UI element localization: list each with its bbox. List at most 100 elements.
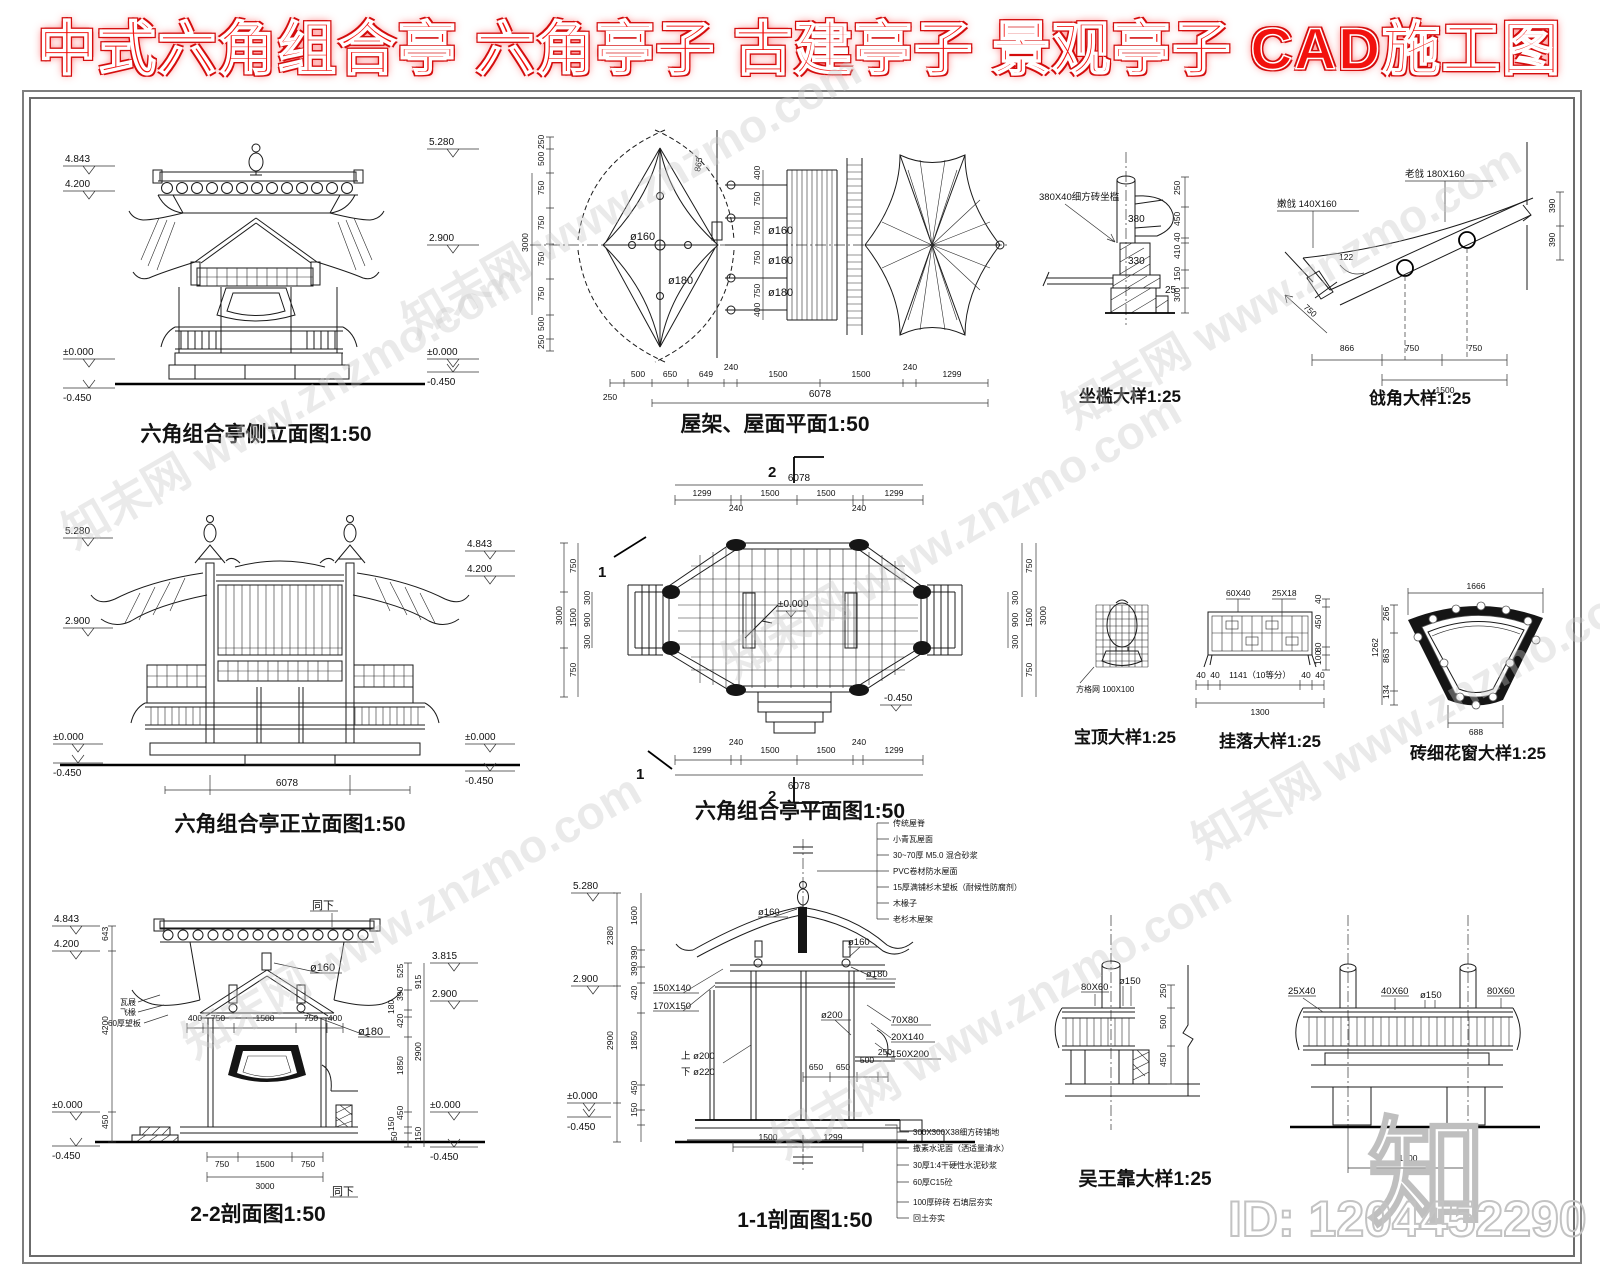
dim-label: 1262 bbox=[1370, 638, 1380, 657]
drawing-caption: 挂落大样1:25 bbox=[1219, 731, 1321, 751]
dim-label: 500 bbox=[1158, 1015, 1168, 1029]
dim-label: 300 bbox=[582, 591, 592, 605]
dim-label: 450 bbox=[1172, 212, 1182, 226]
dim-label: 390 bbox=[1547, 199, 1557, 213]
gualuo-sketch bbox=[1203, 611, 1317, 668]
dim-label: 40 bbox=[1315, 670, 1325, 680]
drawing-caption: 六角组合亭平面图1:50 bbox=[695, 799, 905, 823]
roof-plan-sketch bbox=[530, 129, 1007, 363]
dim-label: 400 bbox=[752, 166, 762, 180]
dim-label: 2900 bbox=[605, 1031, 615, 1050]
detail-note: 老戗 180X160 bbox=[1405, 168, 1465, 180]
dim-label: 400 bbox=[328, 1013, 342, 1023]
dim-label: ø180 bbox=[768, 287, 793, 299]
drawing-plan: ±0.000 -0.450 2 2 1 1 1299 240 1500 1500… bbox=[550, 445, 1050, 825]
dim-label: 134 bbox=[1381, 685, 1391, 699]
callout-label: 15厚满铺杉木望板（耐候性防腐剂） bbox=[893, 882, 1022, 892]
section-mark-1: 1 bbox=[636, 766, 644, 783]
detail-note: 380X40细方砖坐槛 bbox=[1039, 191, 1120, 203]
dim-label: 420 bbox=[395, 1014, 405, 1028]
callout-label: 30厚1:4干硬性水泥砂浆 bbox=[913, 1160, 997, 1170]
dim-label: 750 bbox=[536, 181, 546, 195]
level-label: ±0.000 bbox=[52, 1100, 83, 1111]
dim-label: 240 bbox=[852, 503, 866, 513]
dim-label: 150X200 bbox=[891, 1049, 929, 1060]
dim-label: 1141（10等分） bbox=[1229, 670, 1291, 680]
level-label: 3.815 bbox=[432, 951, 457, 962]
level-label: -0.450 bbox=[53, 768, 82, 779]
huachuang-dimensions: 1666 266 863 134 1262 688 bbox=[1370, 581, 1544, 737]
section-1-1-bottom-callouts: 300X300X38细方砖铺地 撒素水泥面（洒适量清水） 30厚1:4干硬性水泥… bbox=[885, 1124, 1009, 1223]
section-1-1-sketch bbox=[675, 839, 975, 1173]
dim-label: 50 bbox=[389, 1131, 399, 1141]
dim-label: 400 bbox=[188, 1013, 202, 1023]
dim-label: 上 ø200 bbox=[681, 1051, 715, 1062]
dim-label: 1850 bbox=[629, 1031, 639, 1050]
level-label: -0.450 bbox=[52, 1151, 81, 1162]
dim-label: 750 bbox=[1302, 302, 1319, 319]
dim-label: 750 bbox=[568, 559, 578, 573]
dim-label: ø180 bbox=[866, 969, 888, 980]
dim-label: 1500 bbox=[759, 1132, 778, 1142]
section-mark-1: 1 bbox=[598, 564, 606, 581]
detail-note: 飞椽 bbox=[120, 1007, 136, 1017]
drawing-caption: 坐槛大样1:25 bbox=[1079, 386, 1181, 406]
section-2-2-level-markers: 4.843 4.200 ±0.000 -0.450 3.815 2.900 ±0… bbox=[52, 914, 478, 1163]
dim-label: 70X80 bbox=[891, 1015, 918, 1026]
level-label: ±0.000 bbox=[567, 1091, 598, 1102]
front-elevation-sketch bbox=[60, 515, 520, 767]
drawing-caption: 宝顶大样1:25 bbox=[1074, 727, 1176, 747]
dim-label: 390 bbox=[1547, 233, 1557, 247]
dim-label: 250 bbox=[603, 392, 617, 402]
level-label: 5.280 bbox=[65, 526, 90, 537]
dim-label: 300 bbox=[1010, 635, 1020, 649]
dim-label: 750 bbox=[752, 221, 762, 235]
dim-label: 3000 bbox=[1038, 606, 1048, 625]
level-label: ±0.000 bbox=[63, 347, 94, 358]
dim-label: 750 bbox=[215, 1159, 229, 1169]
level-label: 4.843 bbox=[467, 539, 492, 550]
dim-label: 250 bbox=[1158, 984, 1168, 998]
dim-label: 1500 bbox=[568, 608, 578, 627]
dim-label: 750 bbox=[536, 287, 546, 301]
dim-label: 1500 bbox=[817, 488, 836, 498]
level-label: -0.450 bbox=[465, 776, 494, 787]
dim-label: 1500 bbox=[1024, 608, 1034, 627]
dim-label: 1500 bbox=[1436, 385, 1455, 395]
level-label: 2.900 bbox=[65, 616, 90, 627]
dim-label: 500 bbox=[631, 369, 645, 379]
dim-label: 650 bbox=[809, 1062, 823, 1072]
dim-label: 688 bbox=[1469, 727, 1483, 737]
dim-label: 150 bbox=[386, 1117, 396, 1131]
dim-label: 下 ø220 bbox=[681, 1067, 715, 1078]
dim-label: 750 bbox=[301, 1159, 315, 1169]
dim-label: 1500 bbox=[761, 488, 780, 498]
drawing-caption: 戗角大样1:25 bbox=[1369, 388, 1471, 408]
drawing-caption: 六角组合亭正立面图1:50 bbox=[174, 812, 405, 836]
dim-label: 60X40 bbox=[1226, 588, 1251, 598]
dim-label: 525 bbox=[395, 964, 405, 978]
drawing-caption: 吴王靠大样1:25 bbox=[1078, 1167, 1211, 1190]
drawing-side-elevation: 4.843 4.200 ±0.000 -0.450 5.280 2.900 ±0… bbox=[45, 100, 495, 465]
dim-label: 150 bbox=[413, 1127, 423, 1141]
callout-label: 老杉木屋架 bbox=[893, 914, 933, 924]
dim-label: 6078 bbox=[809, 389, 832, 400]
plan-sketch: ±0.000 -0.450 bbox=[627, 539, 963, 734]
dim-label: 1299 bbox=[693, 745, 712, 755]
dim-label: 750 bbox=[1468, 343, 1482, 353]
dim-label: 266 bbox=[1381, 607, 1391, 621]
sheet-title: 中式六角组合亭 六角亭子 古建亭子 景观亭子 CAD施工图 bbox=[37, 16, 1563, 83]
level-label: ±0.000 bbox=[430, 1100, 461, 1111]
dim-label: ø160 bbox=[758, 907, 780, 918]
level-label: ±0.000 bbox=[53, 732, 84, 743]
sheet-border-outer bbox=[22, 90, 1582, 1264]
dim-label: 122 bbox=[1339, 252, 1353, 262]
level-label: 4.200 bbox=[65, 179, 90, 190]
dim-label: 915 bbox=[413, 975, 423, 989]
level-label: 5.280 bbox=[429, 137, 454, 148]
dim-label: 750 bbox=[752, 251, 762, 265]
drawing-section-2-2: 同下 同下 ø160 ø180 瓦屐 飞椽 60厚望板 4.843 4.200 … bbox=[40, 865, 540, 1260]
callout-label: 小青瓦屋面 bbox=[893, 834, 933, 844]
dim-label: 390 bbox=[629, 962, 639, 976]
drawing-baoding-detail: 方格网 100X100 宝顶大样1:25 bbox=[1050, 555, 1210, 775]
